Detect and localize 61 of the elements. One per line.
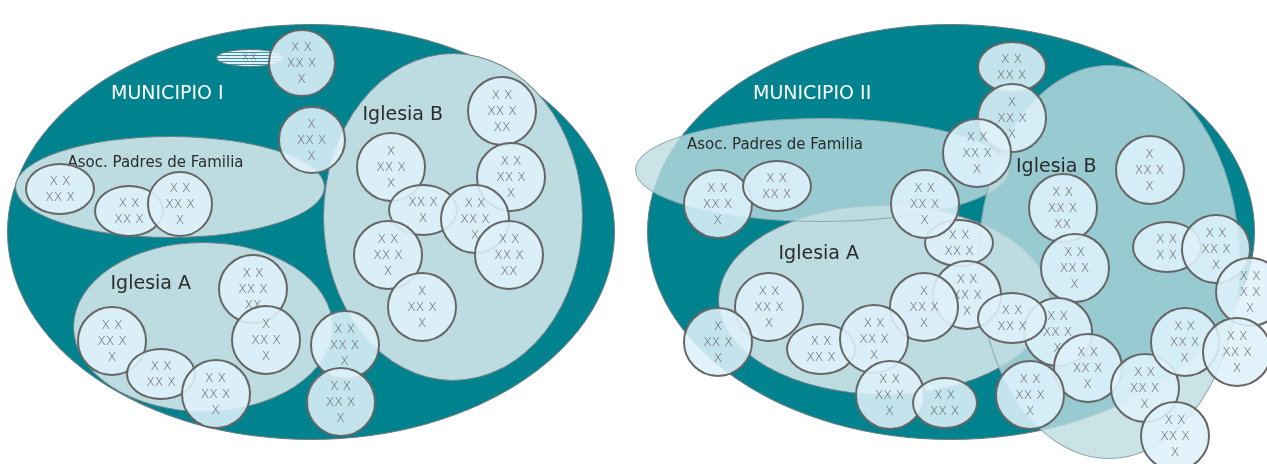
placeholder-text: X X XX X X	[1160, 412, 1190, 460]
placeholder-text: X X XX X X	[200, 369, 231, 418]
placeholder-text: X X XX X X	[1059, 243, 1090, 292]
placeholder-text: X X XX X X	[859, 315, 889, 363]
placeholder-text: X X XX X X	[1201, 225, 1231, 273]
placeholder-text: X X	[242, 53, 257, 62]
placeholder-text: X X XX X	[45, 173, 75, 205]
placeholder-text: XX X X	[408, 194, 438, 226]
placeholder-text: X X XX X X	[97, 317, 127, 365]
placeholder-text: X X XX X X	[165, 180, 195, 228]
placeholder-text: X X XX X X	[1015, 371, 1045, 419]
placeholder-text: X XX X X	[703, 318, 733, 366]
member-circle	[1039, 232, 1110, 303]
municipality-label: MUNICIPIO I	[111, 81, 224, 103]
placeholder-text: X X XX X XX	[1047, 183, 1078, 232]
placeholder-text: X X XX X X	[329, 320, 360, 369]
placeholder-text: X X XX X X	[754, 283, 784, 331]
placeholder-text: X XX X X	[997, 94, 1027, 142]
placeholder-text: X XX X X	[376, 143, 406, 191]
municipality-label: MUNICIPIO II	[753, 81, 872, 103]
placeholder-text: X X XX X X	[1072, 343, 1103, 392]
placeholder-text: X X XX X X	[460, 195, 490, 243]
placeholder-text: X X XX X X	[874, 370, 905, 419]
placeholder-text: X X XX X X	[1129, 363, 1160, 412]
placeholder-text: X XX X X	[1134, 145, 1165, 194]
placeholder-text: X XX X X	[909, 283, 939, 331]
placeholder-text: X X XX X	[146, 358, 176, 390]
placeholder-text: X X XX X	[806, 333, 836, 365]
placeholder-text: X X XX X X	[909, 179, 940, 228]
member-circle	[467, 76, 537, 146]
placeholder-text: X X X X	[1155, 230, 1178, 263]
placeholder-text: X XX X X	[251, 316, 281, 364]
member-circle	[77, 306, 147, 376]
member-circle	[305, 366, 376, 437]
placeholder-text: X X XX X	[114, 195, 144, 227]
placeholder-text: X X XX X XX	[487, 87, 517, 135]
placeholder-text: X X XX X	[944, 227, 974, 259]
placeholder-text: X X XX X	[929, 386, 960, 419]
placeholder-text: X X XX X X	[373, 231, 403, 279]
placeholder-text: X X XX X	[996, 50, 1027, 83]
placeholder-text: X XX X X	[296, 115, 327, 164]
placeholder-text: X X XX X X	[702, 179, 733, 228]
placeholder-text: X X X X X	[1239, 268, 1261, 316]
placeholder-text: X X XX X X	[496, 153, 526, 201]
placeholder-text: X X XX X X	[325, 377, 356, 426]
placeholder-text: X X XX X X	[286, 38, 317, 87]
member-circle	[1140, 401, 1210, 464]
group-label: Iglesia A	[110, 270, 191, 293]
group-label: Iglesia B	[1016, 154, 1097, 176]
group-label: Asoc. Padres de Familia	[67, 152, 244, 171]
group-label: Iglesia B	[362, 101, 444, 124]
placeholder-text: X X XX X X	[962, 129, 992, 177]
placeholder-text: X XX X X	[407, 283, 437, 331]
group-label: Asoc. Padres de Familia	[687, 135, 864, 153]
placeholder-text: X X XX X X	[1169, 317, 1200, 366]
placeholder-text: X X XX X X	[1222, 328, 1252, 376]
placeholder-text: X X XX X	[997, 302, 1027, 334]
member-circle	[147, 171, 213, 237]
placeholder-text: X X XX X	[761, 169, 792, 202]
placeholder-text: X X XX X XX	[494, 231, 524, 279]
group-label: Iglesia A	[778, 240, 859, 263]
